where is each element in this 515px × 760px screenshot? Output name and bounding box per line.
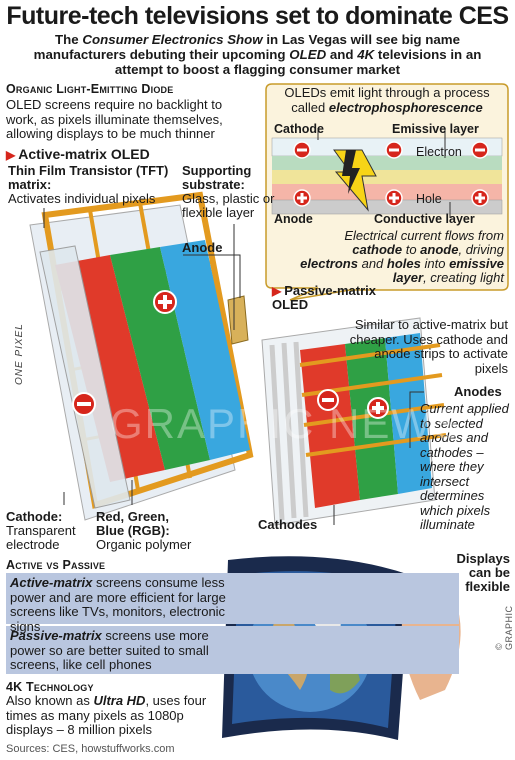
lightning-icon [333, 149, 377, 212]
active-anode-label: Anode [182, 240, 223, 255]
bubble-anode-label: Anode [274, 212, 313, 226]
subtitle: The Consumer Electronics Show in Las Veg… [33, 32, 482, 77]
page-title: Future-tech televisions set to dominate … [6, 2, 509, 30]
credit: © GRAPHIC NEWS [494, 605, 515, 650]
conductive-layer [272, 184, 502, 200]
one-pixel-label: ONE PIXEL [14, 323, 25, 385]
active-vs-text: Active-matrix screens consume less power… [10, 575, 226, 634]
bubble-emissive-label: Emissive layer [392, 122, 479, 136]
oled-description: OLED screens require no backlight to wor… [6, 97, 223, 141]
flexible-label: Displays can be flexible [456, 551, 510, 594]
bubble-cathode-label: Cathode [274, 122, 324, 136]
emissive-layer-bottom [272, 170, 502, 184]
rgb-label: Red, Green, Blue (RGB):Organic polymer [96, 509, 192, 552]
substrate-label: Supporting substrate:Glass, plastic or f… [182, 163, 275, 220]
electron-minus-icon [293, 141, 489, 159]
active-panel-bg [6, 573, 459, 624]
active-matrix-art [29, 191, 254, 521]
k4-heading: 4K Technology [6, 680, 94, 694]
warning-triangle-icon: ▶ [6, 148, 16, 162]
emissive-layer-top [272, 156, 502, 170]
passive-description: Similar to active-matrix but cheaper. Us… [349, 317, 508, 376]
oled-heading: Organic Light-Emitting Diode [6, 82, 174, 96]
bubble-flow-text: Electrical current flows from cathode to… [300, 228, 504, 285]
passive-vs-text: Passive-matrix screens use more power so… [10, 628, 209, 672]
vs-heading: Active vs Passive [6, 558, 106, 572]
sources: Sources: CES, howstuffworks.com [6, 743, 175, 755]
bubble-hole-label: Hole [416, 192, 442, 206]
passive-panel-bg [6, 626, 459, 674]
anodes-label: Anodes [454, 384, 502, 399]
bubble-conductive-label: Conductive layer [374, 212, 475, 226]
passive-matrix-art [261, 317, 447, 526]
watermark: GRAPHIC NEWS [110, 400, 464, 447]
hole-plus-icon [293, 189, 489, 207]
bubble-electron-label: Electron [416, 145, 462, 159]
passive-matrix-heading: ▶Passive-matrix OLED [272, 283, 377, 312]
k4-description: Also known as Ultra HD, uses four times … [6, 693, 207, 737]
cathode-label: Cathode:Transparent electrode [6, 509, 76, 552]
warning-triangle-icon: ▶ [272, 284, 282, 298]
cathodes-label: Cathodes [258, 517, 318, 532]
active-matrix-heading: ▶Active-matrix OLED [6, 146, 150, 162]
tft-label: Thin Film Transistor (TFT) matrix:Activa… [8, 163, 169, 206]
current-description: Current applied to selected anodes and c… [420, 401, 509, 532]
